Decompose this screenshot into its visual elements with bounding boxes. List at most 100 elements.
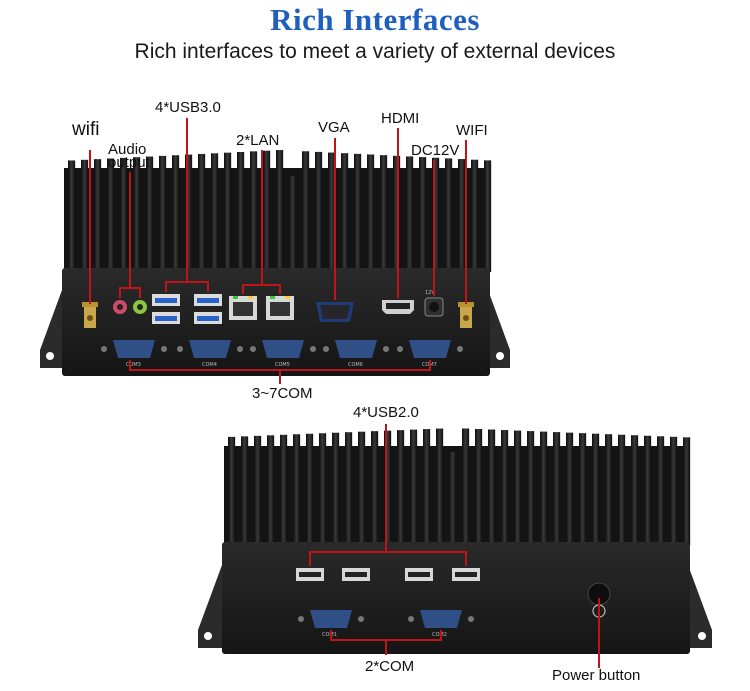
heatsink-fin [579,433,587,546]
heatsink-fin [306,433,314,546]
heatsink-fin [605,434,613,546]
wifi-antenna-left [82,302,98,328]
power-button-label: Power button [552,667,641,684]
heatsink-fin [354,153,362,272]
audio-output-label-1: Audio [108,141,147,158]
heatsink-fin [107,158,115,272]
heatsink-fin [237,152,245,272]
heatsink-fin [267,435,275,546]
heatsink-fin [514,430,522,546]
callout-lines-bottom [309,424,600,668]
dc-mark: 12V [425,290,435,296]
page-subtitle: Rich interfaces to meet a variety of ext… [134,40,616,63]
com-ports-top [101,340,463,358]
front-panel-bottom [222,542,690,654]
com-ports-bottom [298,610,474,628]
heatsink-fin [406,156,414,272]
callout-lines-top [89,118,467,384]
heatsink-fin [228,436,236,546]
wifi-antenna-right [458,302,474,328]
heatsink-fin [488,429,496,546]
audio-output-label-2: output [108,154,150,171]
com-bottom-label: 2*COM [365,658,415,675]
heatsink-fin [68,160,76,272]
heatsink-fin [241,436,249,546]
heatsink-fin [471,159,479,272]
heatsink-fin [358,431,366,546]
heatsink-fin [345,432,353,546]
com1-mark: COM1 [322,632,337,638]
heatsink-fin [462,428,470,546]
dc-power-jack [424,297,444,317]
heatsink-fin [254,435,262,546]
heatsink-fin [393,155,401,272]
heatsink-fin [380,155,388,272]
heatsink-fin [211,153,219,272]
usb3-label: 4*USB3.0 [155,99,221,116]
heatsink-fin [293,434,301,546]
heatsink-fin [644,435,652,546]
heatsink-fin [198,153,206,272]
heatsink-fin [159,155,167,272]
bottom-device: COM1 COM2 [198,424,712,668]
heatsink-fin [458,159,466,272]
heatsink-fin [280,434,288,546]
heatsink-fin [419,157,427,272]
wifi-right-label: WIFI [456,122,488,139]
wifi-left-label: wifi [72,119,100,140]
heatsink-fin [553,432,561,546]
heatsink-fin [384,430,392,546]
heatsink-fin [670,436,678,546]
com-top-label: 3~7COM [252,385,313,402]
heatsink-fin [81,159,89,272]
heatsink-fin [436,428,444,546]
vga-port [316,302,354,322]
usb2-ports [296,568,480,581]
heatsink-fin [475,429,483,546]
heatsink-fin [631,435,639,546]
heatsink-fins-bottom [228,428,691,546]
heatsink-fin [397,430,405,546]
heatsink-fin [527,431,535,546]
heatsink-fin [618,434,626,546]
heatsink-fin [250,151,258,272]
lan-ports [229,296,294,320]
heatsink-fin [172,155,180,272]
heatsink-fin [566,432,574,546]
com2-mark: COM2 [432,632,447,638]
heatsink-fin [302,151,310,272]
com5-mark: COM5 [275,362,290,368]
heatsink-fin [133,157,141,272]
usb2-label: 4*USB2.0 [353,404,419,421]
heatsink-fin [540,431,548,546]
top-device: COM3 COM4 COM5 COM6 COM7 12V [40,118,510,384]
heatsink-fin [276,150,284,272]
heatsink-fin [341,153,349,272]
heatsink-fin [315,151,323,272]
heatsink-fin [94,159,102,272]
heatsink-fin [263,150,271,272]
dc12v-label: DC12V [411,142,460,159]
heatsink-fin [683,437,691,546]
heatsink-fin [328,152,336,272]
heatsink-fin [423,429,431,546]
com3-mark: COM3 [126,362,141,368]
heatsink-fin [224,152,232,272]
heatsink-fin [185,154,193,272]
com6-mark: COM6 [348,362,363,368]
page-title: Rich Interfaces [270,2,480,37]
heatsink-fin [289,176,297,272]
heatsink-fins [68,150,492,272]
heatsink-fin [432,157,440,272]
usb3-ports [152,294,222,324]
audio-jacks [113,300,147,314]
heatsink-fin [367,154,375,272]
heatsink-fin [449,452,457,546]
heatsink-fin [445,158,453,272]
heatsink-fin [146,156,154,272]
heatsink-fin [501,430,509,546]
heatsink-fin [371,431,379,546]
heatsink-fin [484,160,492,272]
heatsink-fin [332,432,340,546]
